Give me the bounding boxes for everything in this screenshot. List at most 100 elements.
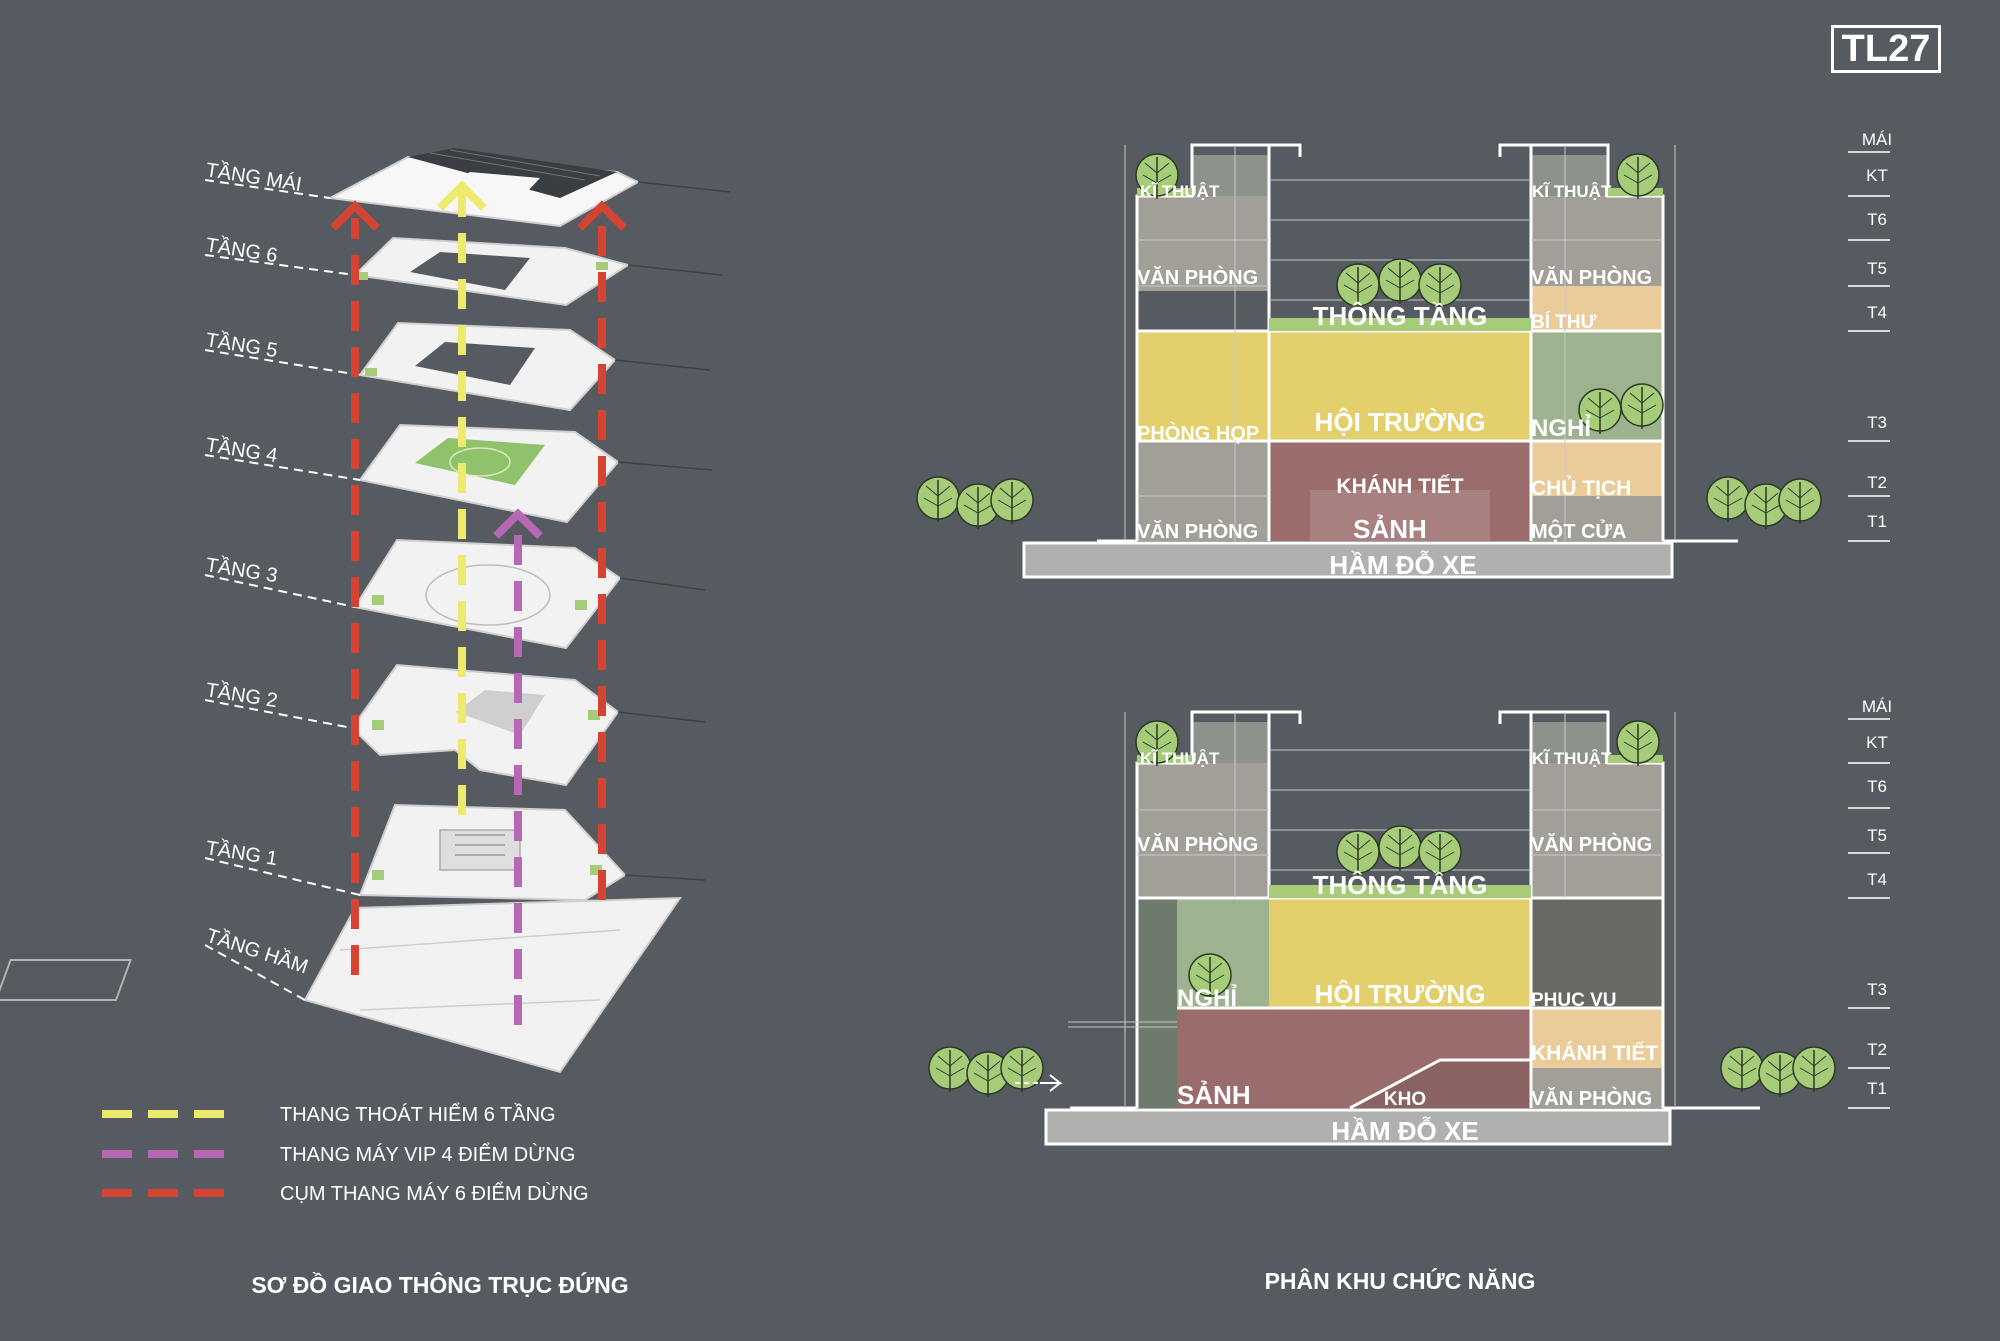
zone-label: KĨ THUẬT [1532,181,1612,201]
vertical-circulation-diagram: TẦNG MÁI TẦNG 6 TẦNG 5 TẦNG 4 TẦNG 3 TẦN… [0,148,731,1205]
purple-vip-elevator-route [493,508,543,1025]
floor-label: TẦNG 4 [204,433,279,467]
zone-parking [1022,541,1674,579]
zone-technical [1192,722,1269,763]
floor-plate-tang-mai [326,148,641,228]
zone-label: VĂN PHÒNG [1137,832,1258,856]
legend-label: THANG THOÁT HIỂM 6 TẦNG [280,1103,556,1126]
floor-plate-tang-6 [352,236,631,307]
zone-label: VĂN PHÒNG [1137,519,1258,543]
sheet-code-badge: TL27 [1831,25,1941,73]
legend-label: CỤM THANG MÁY 6 ĐIỂM DỪNG [280,1182,589,1205]
zone-label: VĂN PHÒNG [1531,265,1652,289]
zone-label: THÔNG TẦNG [1313,870,1488,900]
zone-parking [1044,1108,1672,1146]
zone-technical [1531,155,1608,196]
right-panel-title: PHÂN KHU CHỨC NĂNG [1264,1268,1536,1294]
zone-secretary [1531,286,1663,331]
zone-label: NGHỈ [1177,983,1237,1012]
level-label: KT [1866,733,1888,752]
zone-label: SẢNH [1177,1080,1251,1110]
level-label: T5 [1867,259,1887,278]
zone-label: PHÒNG HỌP [1137,421,1259,445]
floor-plate-tang-3 [353,538,622,650]
zone-label: CHỦ TỊCH [1531,476,1631,500]
sheet-code: TL27 [1841,28,1931,70]
floor-label: TẦNG 1 [204,836,279,870]
zone-hall [1269,898,1531,1008]
floor-right-lines [614,181,731,881]
floor-plate-tang-ham [0,896,682,1074]
zone-office [1137,763,1269,898]
level-label: T1 [1867,512,1887,531]
zone-label: KĨ THUẬT [1532,748,1612,768]
level-label: T3 [1867,980,1887,999]
zone-label: VĂN PHÒNG [1531,832,1652,856]
level-label: T5 [1867,826,1887,845]
floor-label: TẦNG MÁI [204,158,303,196]
level-label: MÁI [1862,697,1892,716]
level-label: T4 [1867,870,1887,889]
left-panel-title: SƠ ĐỒ GIAO THÔNG TRỤC ĐỨNG [251,1272,629,1298]
zone-label: NGHỈ [1531,413,1591,442]
floor-leaders [204,179,361,1001]
zone-label: SẢNH [1353,514,1427,544]
level-label: T6 [1867,777,1887,796]
zone-label: HẦM ĐỖ XE [1331,1116,1478,1146]
level-label: T1 [1867,1079,1887,1098]
zone-office [1531,763,1663,898]
zone-chairman [1531,441,1663,496]
level-label: T3 [1867,413,1887,432]
red-elevator-cluster-routes [330,200,627,975]
legend-label: THANG MÁY VIP 4 ĐIỂM DỪNG [280,1143,575,1166]
floor-plate-tang-2 [350,663,620,787]
zone-label: PHỤC VỤ [1531,990,1617,1011]
functional-zoning-sections: KĨ THUẬT KĨ THUẬT VĂN PHÒNG VĂN PHÒNG TH… [916,130,1892,1146]
zone-label: HỘI TRƯỜNG [1315,979,1486,1009]
zone-label: KĨ THUẬT [1140,748,1220,768]
level-label: MÁI [1862,130,1892,149]
zone-hall [1269,331,1531,441]
floor-plate-tang-5 [358,321,617,412]
section-top: KĨ THUẬT KĨ THUẬT VĂN PHÒNG VĂN PHÒNG TH… [916,130,1892,580]
zone-label: KHO [1384,1089,1426,1110]
zone-label: HẦM ĐỖ XE [1329,550,1476,580]
zone-label: VĂN PHÒNG [1531,1086,1652,1110]
zone-label: MỘT CỬA [1531,519,1626,543]
zone-label: KHÁNH TIẾT [1531,1042,1658,1065]
floor-label: TẦNG 5 [204,328,279,362]
zone-office [1531,1068,1663,1108]
zone-label: HỘI TRƯỜNG [1315,407,1486,437]
zone-label: VĂN PHÒNG [1137,265,1258,289]
zone-one-stop [1531,496,1663,541]
level-label: KT [1866,166,1888,185]
floor-label: TẦNG HẦM [203,924,311,978]
level-label: T2 [1867,473,1887,492]
zone-label: BÍ THƯ [1531,311,1597,333]
floor-labels: TẦNG MÁI TẦNG 6 TẦNG 5 TẦNG 4 TẦNG 3 TẦN… [203,158,311,978]
zone-void [1137,898,1177,1108]
zone-label: KHÁNH TIẾT [1336,475,1463,498]
section-bottom: KĨ THUẬT KĨ THUẬT VĂN PHÒNG VĂN PHÒNG TH… [928,697,1892,1146]
yellow-escape-stair-route [437,180,487,815]
legend: THANG THOÁT HIỂM 6 TẦNG THANG MÁY VIP 4 … [102,1103,589,1205]
zone-technical [1531,722,1608,763]
zone-label: KĨ THUẬT [1140,181,1220,201]
zone-reception [1531,1008,1663,1068]
zone-storage [1350,1060,1531,1108]
zone-service [1531,898,1663,1008]
zone-meeting [1137,331,1269,441]
level-label: T4 [1867,303,1887,322]
zone-office [1531,196,1663,286]
floor-plate-tang-1 [358,803,627,902]
zone-label: THÔNG TẦNG [1313,301,1488,331]
zone-technical [1192,155,1269,196]
zone-office [1137,441,1269,541]
zone-office [1137,196,1269,291]
floor-label: TẦNG 6 [204,233,279,267]
zone-lobby-steps [1310,490,1490,541]
level-label: T2 [1867,1040,1887,1059]
level-label: T6 [1867,210,1887,229]
floor-plate-tang-4 [358,423,620,524]
